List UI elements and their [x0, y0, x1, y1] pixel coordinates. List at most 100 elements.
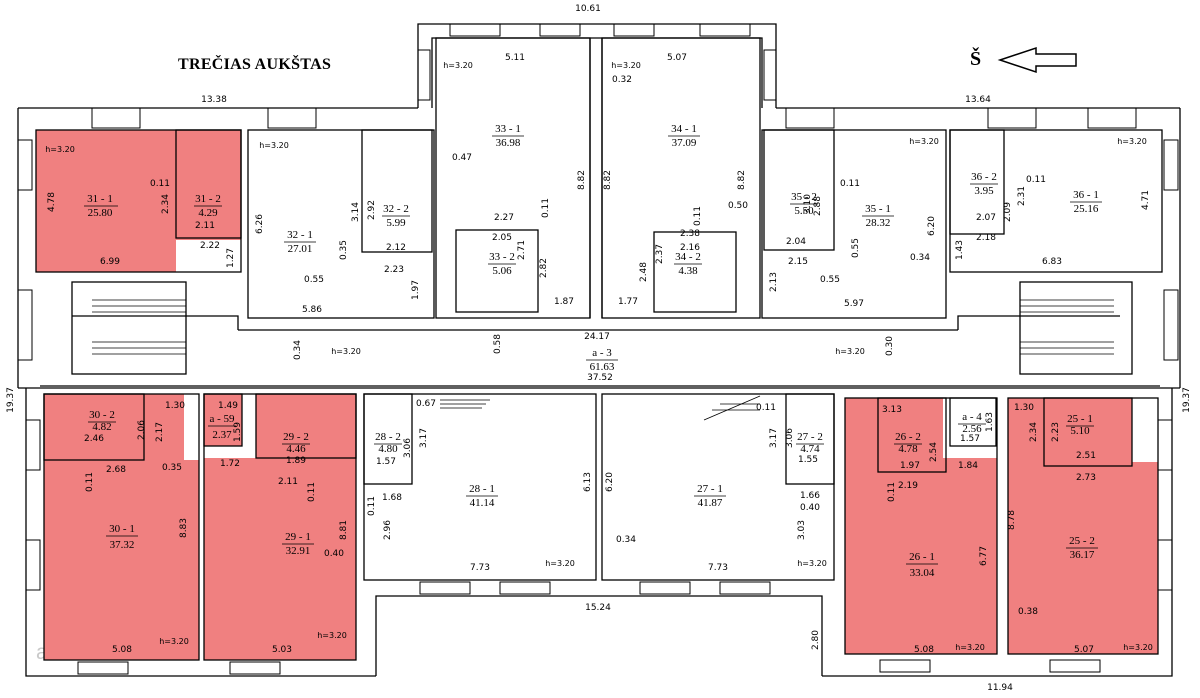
- svg-text:0.34: 0.34: [616, 535, 636, 545]
- svg-text:0.11: 0.11: [1026, 175, 1046, 185]
- svg-text:0.67: 0.67: [416, 399, 436, 409]
- svg-text:29 - 1: 29 - 1: [285, 531, 311, 543]
- svg-text:2.09: 2.09: [1003, 202, 1013, 222]
- svg-text:28 - 1: 28 - 1: [469, 483, 495, 495]
- svg-text:8.81: 8.81: [339, 520, 349, 540]
- svg-text:5.10: 5.10: [1070, 425, 1090, 437]
- svg-text:0.11: 0.11: [367, 496, 377, 516]
- svg-text:4.78: 4.78: [47, 192, 57, 212]
- svg-text:33.04: 33.04: [910, 567, 935, 579]
- dim-stair-right: 2.80: [811, 630, 821, 650]
- svg-text:30 - 2: 30 - 2: [89, 409, 115, 421]
- svg-text:2.92: 2.92: [367, 200, 377, 220]
- svg-text:0.11: 0.11: [887, 482, 897, 502]
- svg-text:2.16: 2.16: [680, 243, 700, 253]
- svg-text:3.14: 3.14: [351, 202, 361, 222]
- svg-text:35 - 2: 35 - 2: [791, 191, 817, 203]
- room-30-1-fill: [44, 460, 199, 660]
- room-29-2-label: 29 - 24.46: [282, 431, 310, 455]
- svg-text:2.06: 2.06: [137, 420, 147, 440]
- svg-text:5.50: 5.50: [794, 205, 814, 217]
- svg-text:2.15: 2.15: [788, 257, 808, 267]
- svg-text:2.11: 2.11: [278, 477, 298, 487]
- svg-text:3.17: 3.17: [419, 428, 429, 448]
- svg-text:5.11: 5.11: [505, 53, 525, 63]
- svg-text:2.05: 2.05: [492, 233, 512, 243]
- svg-text:0.47: 0.47: [452, 153, 472, 163]
- window-marks: [17, 23, 1179, 675]
- svg-text:6.13: 6.13: [583, 472, 593, 492]
- room-31-1-fill: [36, 130, 176, 272]
- room-29-1-label: 29 - 1 32.91: [282, 531, 314, 557]
- svg-text:2.04: 2.04: [786, 237, 806, 247]
- svg-text:1.57: 1.57: [376, 457, 396, 467]
- room-26-1-fill: [845, 458, 997, 654]
- svg-text:61.63: 61.63: [590, 361, 615, 373]
- svg-text:8.82: 8.82: [603, 170, 613, 190]
- svg-text:5.97: 5.97: [844, 299, 864, 309]
- svg-text:27 - 2: 27 - 2: [797, 431, 823, 443]
- svg-text:37.32: 37.32: [110, 539, 135, 551]
- svg-text:26 - 2: 26 - 2: [895, 431, 921, 443]
- room-25-2-fill: [1008, 462, 1158, 654]
- svg-text:2.38: 2.38: [680, 229, 700, 239]
- room-30-2-label: 30 - 24.82: [88, 409, 116, 433]
- svg-text:4.74: 4.74: [800, 443, 820, 455]
- dim-left-height: 19.37: [6, 387, 16, 413]
- svg-text:25.80: 25.80: [88, 207, 113, 219]
- svg-text:a - 59: a - 59: [209, 413, 235, 425]
- svg-text:7.73: 7.73: [470, 563, 490, 573]
- svg-text:31 - 1: 31 - 1: [87, 193, 113, 205]
- svg-text:2.73: 2.73: [1076, 473, 1096, 483]
- svg-text:h=3.20: h=3.20: [1123, 643, 1153, 652]
- svg-text:1.59: 1.59: [233, 422, 243, 442]
- room-32-1-label: 32 - 127.01: [284, 229, 316, 255]
- svg-text:8.82: 8.82: [577, 170, 587, 190]
- svg-text:h=3.20: h=3.20: [443, 61, 473, 70]
- room-34-2-label: 34 - 24.38: [674, 251, 702, 277]
- floor-title: TREČIAS AUKŠTAS: [178, 56, 332, 73]
- svg-text:3.13: 3.13: [882, 405, 902, 415]
- room-32-2-label: 32 - 25.99: [382, 203, 410, 229]
- svg-text:33 - 2: 33 - 2: [489, 251, 515, 263]
- svg-text:1.77: 1.77: [618, 297, 638, 307]
- svg-text:a - 4: a - 4: [962, 411, 982, 423]
- svg-text:1.30: 1.30: [1014, 403, 1034, 413]
- svg-text:2.54: 2.54: [929, 442, 939, 462]
- svg-text:0.55: 0.55: [820, 275, 840, 285]
- svg-text:2.18: 2.18: [976, 233, 996, 243]
- room-a3-label: a - 361.63: [586, 347, 618, 373]
- svg-text:2.27: 2.27: [494, 213, 514, 223]
- dim-right-height: 19.37: [1182, 387, 1192, 413]
- svg-text:6.77: 6.77: [979, 546, 989, 566]
- room-27-1-label: 27 - 141.87: [694, 483, 726, 509]
- svg-text:h=3.20: h=3.20: [159, 637, 189, 646]
- room-33-2-label: 33 - 25.06: [488, 251, 516, 277]
- svg-text:32 - 1: 32 - 1: [287, 229, 313, 241]
- room-30-1-label: 30 - 137.32: [106, 523, 138, 551]
- svg-text:3.06: 3.06: [403, 438, 413, 458]
- svg-text:h=3.20: h=3.20: [909, 137, 939, 146]
- svg-text:h=3.20: h=3.20: [259, 141, 289, 150]
- svg-text:8.78: 8.78: [1007, 510, 1017, 530]
- svg-text:5.99: 5.99: [386, 217, 406, 229]
- svg-text:41.87: 41.87: [698, 497, 723, 509]
- svg-text:2.19: 2.19: [898, 481, 918, 491]
- room-29-1-fill: [204, 458, 356, 660]
- svg-text:1.30: 1.30: [165, 401, 185, 411]
- svg-text:4.80: 4.80: [378, 443, 398, 455]
- svg-text:2.37: 2.37: [655, 244, 665, 264]
- room-29-2-fill: [256, 394, 356, 458]
- svg-text:2.12: 2.12: [386, 243, 406, 253]
- svg-text:32.91: 32.91: [286, 545, 311, 557]
- svg-text:1.97: 1.97: [900, 461, 920, 471]
- walls: [17, 23, 1181, 677]
- svg-text:0.58: 0.58: [493, 334, 503, 354]
- svg-text:0.11: 0.11: [693, 206, 703, 226]
- svg-text:3.95: 3.95: [974, 185, 994, 197]
- svg-text:5.03: 5.03: [272, 645, 292, 655]
- svg-text:h=3.20: h=3.20: [545, 559, 575, 568]
- svg-text:36.17: 36.17: [1070, 549, 1095, 561]
- dim-corridor-width: 37.52: [587, 373, 613, 383]
